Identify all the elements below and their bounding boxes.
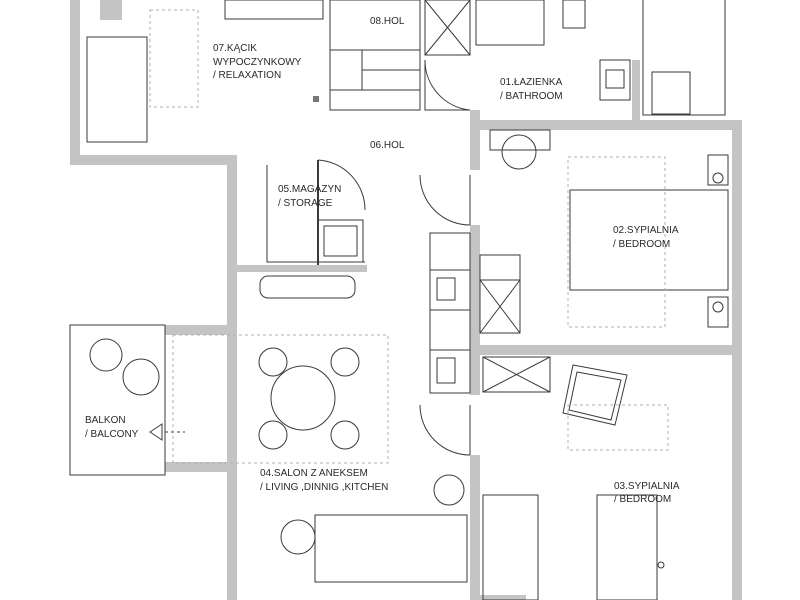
label-bedroom1-2: / BEDROOM [613,239,670,250]
wall-top-stub [100,0,122,20]
bedroom1-nightstand-bottom [707,296,729,328]
label-storage-2: / STORAGE [278,198,333,209]
bedroom2-rug [567,404,669,451]
bathroom-bathtub [475,0,545,46]
wall-hall-right-bottom [470,455,480,600]
label-living-1: 04.SALON Z ANEKSEM [260,468,368,479]
wall-bathroom-bottom [470,120,740,130]
dining-chair-2 [330,347,360,377]
living-console [259,275,356,299]
bedroom1-lamp-bottom [712,301,724,313]
room-labels: 01.ŁAZIENKA / BATHROOM 02.SYPIALNIA / BE… [85,16,680,505]
label-hall: 06.HOL [370,140,405,151]
bedroom2-lamp [657,561,665,569]
bathroom-toilet-seat [605,69,625,89]
balcony-chair-2 [122,358,160,396]
storage-appliance-inner [323,225,358,257]
bathroom-sink [562,0,586,29]
kitchen-appliance-1 [436,277,456,301]
kitchen-column-dividers [430,269,470,351]
storage-shelves [266,165,365,263]
label-relax-3: / RELAXATION [213,70,281,81]
living-sofa [314,514,468,583]
relax-column [313,96,319,102]
bedroom2-wardrobe [482,356,551,393]
label-bathroom-2: / BATHROOM [500,91,563,102]
label-relax-1: 07.KĄCIK [213,43,257,54]
living-pouf [433,474,465,506]
wall-living-left [227,155,237,600]
storage-appliance [317,219,364,263]
label-living-2: / LIVING ,DINNIG ,KITCHEN [260,482,388,493]
wall-storage-bottom [237,265,367,272]
dining-rug [172,334,389,464]
label-balcony-1: BALKON [85,415,126,426]
bedroom1-rug [567,156,666,328]
dining-table [270,365,336,431]
relax-sofa [86,36,148,143]
label-bedroom2-1: 03.SYPIALNIA [614,481,680,492]
bathroom-toilet [599,59,631,101]
relax-cabinet [224,0,324,20]
bedroom2-bed [596,494,658,600]
bedroom1-desk [489,129,551,151]
kitchen-column [429,232,471,394]
bedroom1-door-arc [419,174,471,226]
dining-chair-3 [258,420,288,450]
bedroom2-desk [482,494,539,600]
dining-chair-4 [330,420,360,450]
bedroom1-wardrobe [479,254,521,334]
dashed-areas [149,9,669,464]
wall-right-outer [732,120,742,600]
label-relax-2: WYPOCZYNKOWY [213,57,302,68]
wall-balcony-bottom [165,462,237,472]
wall-balcony-top [165,325,237,335]
wall-bathroom-divider [632,60,640,120]
wall-relax-bottom [70,155,227,165]
bedroom2-door-arc [419,404,471,456]
bathroom-door [424,60,470,111]
hall2-wardrobe-x [424,0,471,56]
walls [70,0,742,600]
label-hall2: 08.HOL [370,16,405,27]
bedroom1-lamp-top [712,172,724,184]
bedroom1-bed [569,189,729,291]
wall-hall-right-mid [470,225,480,395]
hall2-outline [329,0,421,111]
bedroom1-nightstand-top [707,154,729,186]
balcony-chair-1 [89,338,123,372]
relax-rug [149,9,199,108]
fixtures [69,0,729,600]
hall2-wardrobe [424,0,471,56]
wall-hall-right-top [470,110,480,170]
bedroom2-wardrobe-x [482,356,551,393]
label-bedroom2-2: / BEDROOM [614,494,671,505]
balcony-outline [69,324,166,476]
bedroom1-chair [501,134,537,170]
bathroom-door-arc [424,59,471,111]
label-bathroom-1: 01.ŁAZIENKA [500,77,563,88]
bathroom-washer [651,71,691,115]
wall-bedrooms-divider [470,345,740,355]
wall-relax-left [70,0,80,165]
storage-door-arc [317,159,366,211]
bedroom1-wardrobe-x [479,279,521,334]
label-storage-1: 05.MAGAZYN [278,184,341,195]
wall-bottom-stub [476,595,526,600]
dining-chair-1 [258,347,288,377]
label-balcony-2: / BALCONY [85,429,139,440]
bedroom2-armchair-inner [568,371,622,421]
balcony-arrow-head [149,423,163,441]
kitchen-appliance-2 [436,357,456,384]
hall2-stairs [330,49,420,91]
bathroom-shower [642,0,726,116]
label-bedroom1-1: 02.SYPIALNIA [613,225,679,236]
living-armchair [280,519,316,555]
bedroom2-armchair [562,364,628,426]
